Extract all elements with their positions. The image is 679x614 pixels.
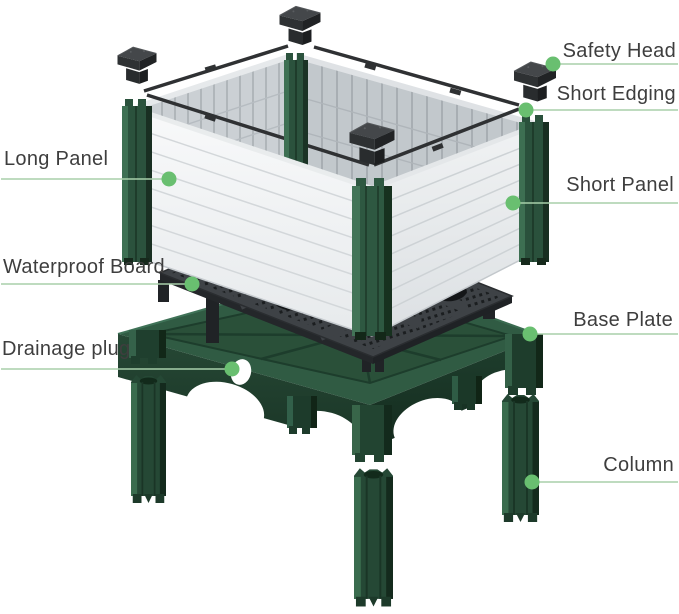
edging-rails — [143, 44, 520, 167]
label-short-edging: Short Edging — [556, 83, 676, 105]
long-panel-wall — [135, 107, 373, 337]
callout-dot-waterproof-board — [184, 276, 200, 292]
callout-dot-drainage-plug — [224, 361, 240, 377]
safety-head-cap — [279, 5, 321, 46]
front-corner-post — [352, 178, 392, 340]
label-drainage-plug: Drainage plug — [2, 338, 131, 360]
column-part — [501, 393, 540, 523]
callout-dot-column — [524, 474, 540, 490]
column-part — [130, 374, 167, 504]
safety-head-cap — [117, 46, 157, 85]
back-corner-post — [284, 53, 308, 175]
callout-dot-safety-head — [545, 56, 561, 72]
short-panel-wall — [371, 123, 537, 337]
callout-dot-short-panel — [505, 195, 521, 211]
left-corner-post — [122, 99, 152, 265]
corner-posts — [122, 99, 549, 340]
label-waterproof-board: Waterproof Board — [3, 256, 165, 278]
callout-dot-long-panel — [161, 171, 177, 187]
label-short-panel: Short Panel — [566, 174, 674, 196]
label-column: Column — [603, 454, 674, 476]
label-long-panel: Long Panel — [4, 148, 109, 170]
callout-lines — [1, 56, 678, 490]
base-leg-stubs — [129, 330, 543, 462]
label-base-plate: Base Plate — [573, 309, 673, 331]
callout-dot-short-edging — [518, 102, 534, 118]
column-part — [352, 467, 395, 608]
label-safety-head: Safety Head — [562, 40, 676, 62]
callout-dot-base-plate — [522, 326, 538, 342]
right-corner-post — [519, 115, 549, 265]
